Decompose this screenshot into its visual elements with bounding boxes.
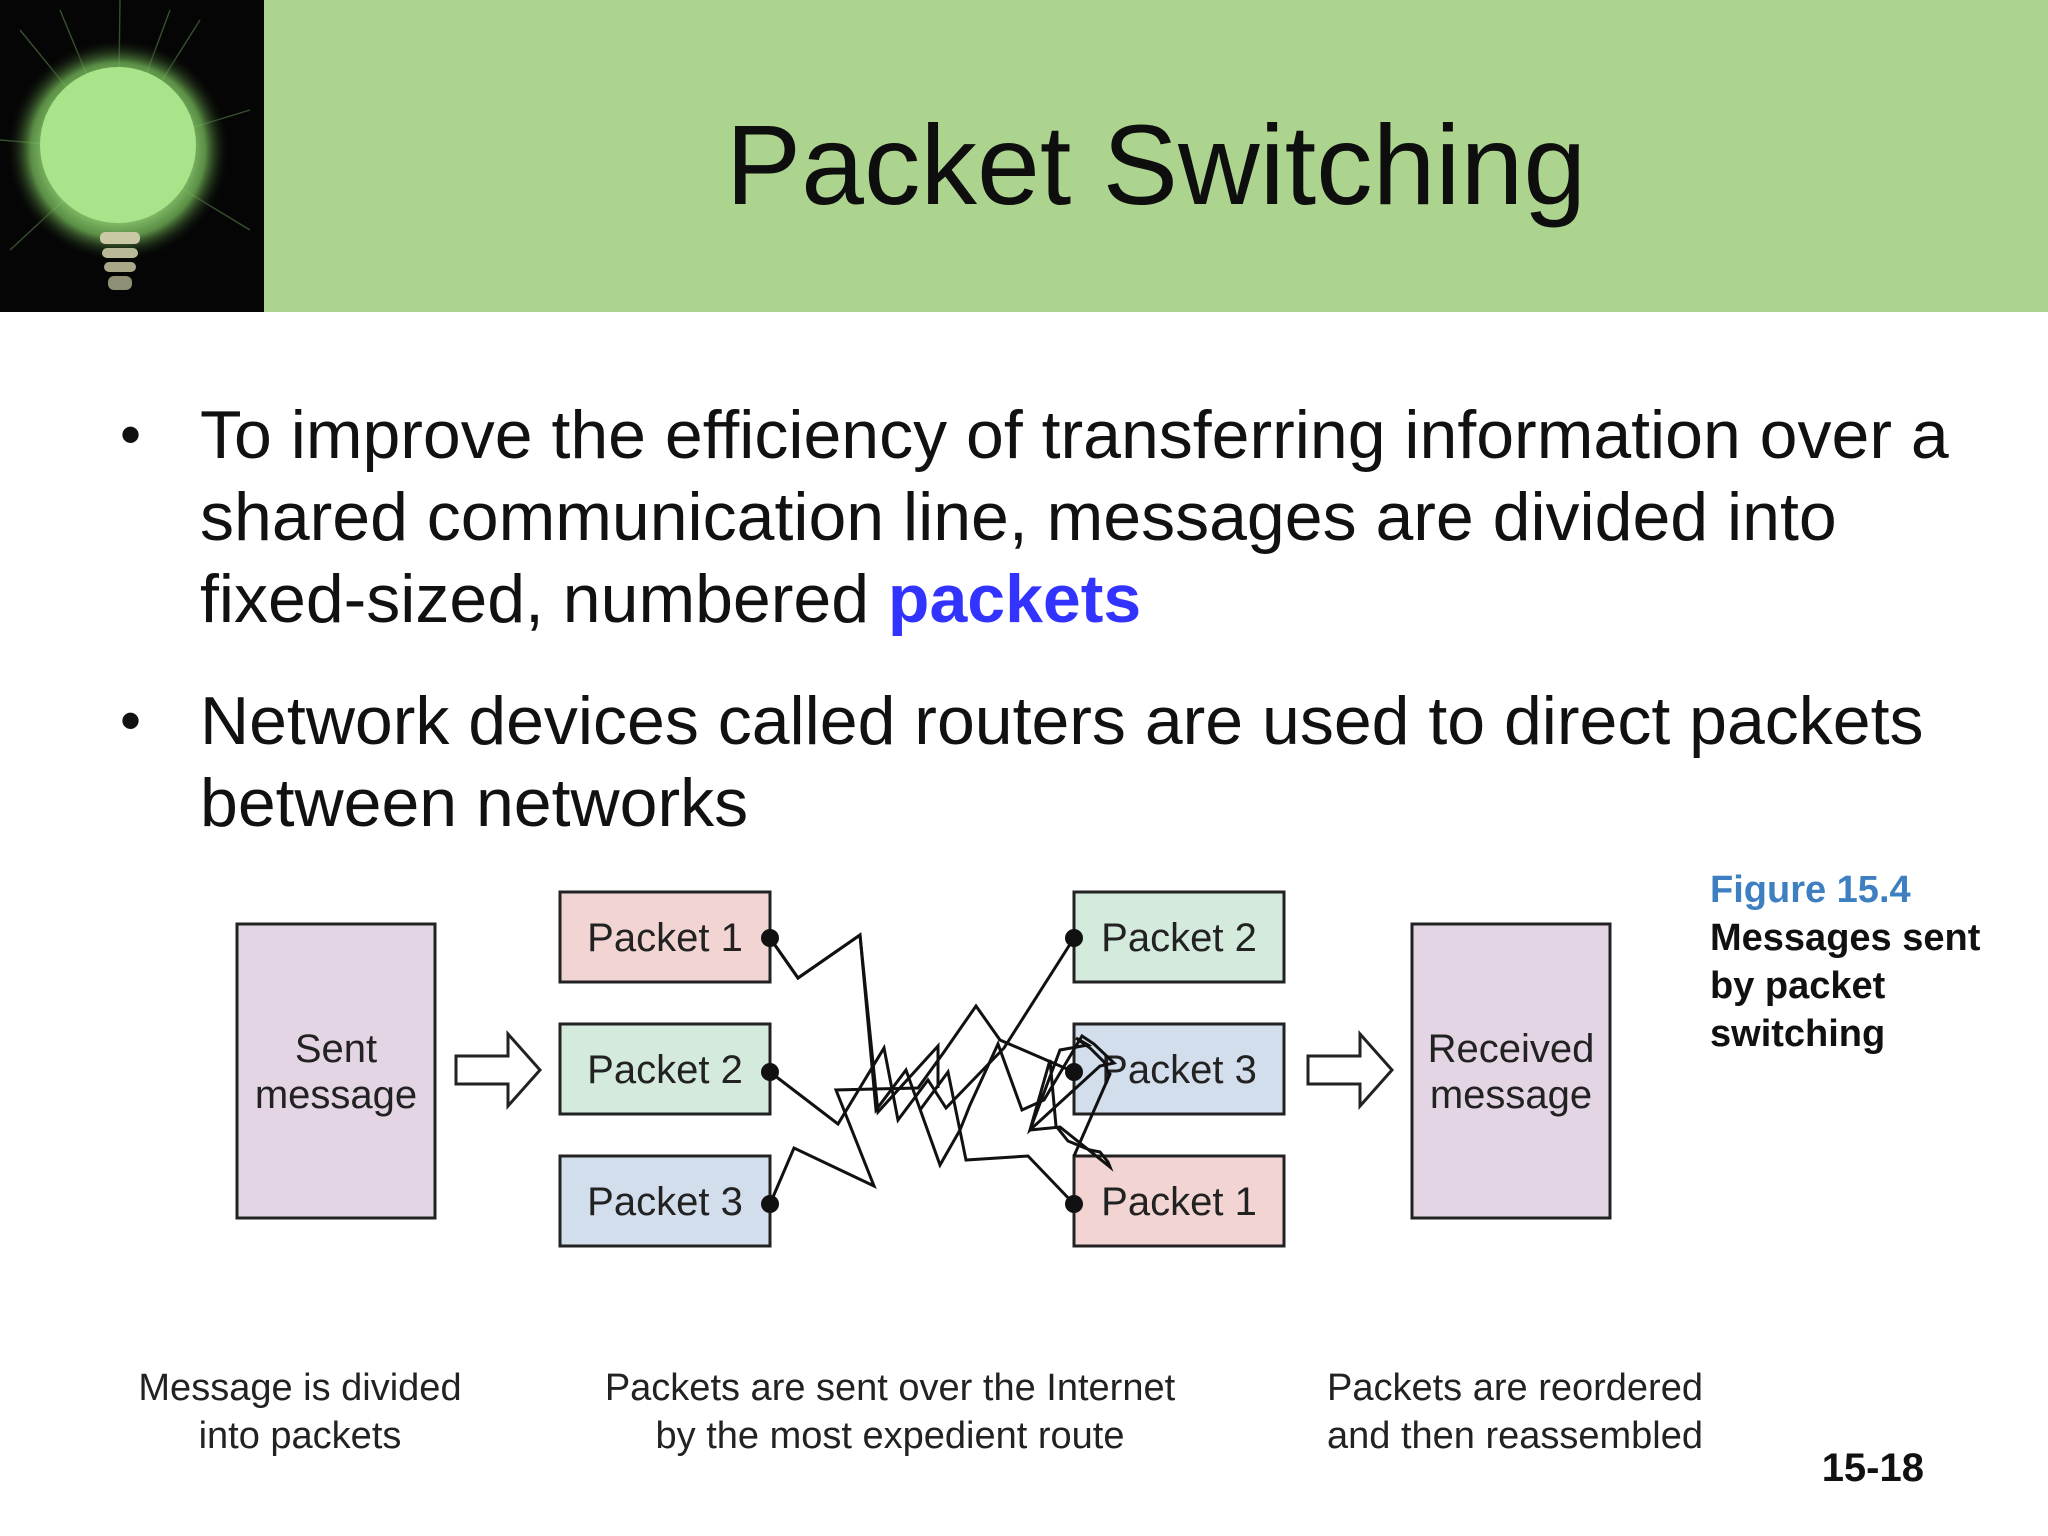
- step-label-route: Packets are sent over the Internet by th…: [560, 1364, 1220, 1460]
- route-endpoint: [1065, 1195, 1083, 1213]
- step-label-line: by the most expedient route: [655, 1415, 1125, 1457]
- bullet-body: Network devices called routers are used …: [200, 683, 1924, 841]
- route-endpoint: [1065, 929, 1083, 947]
- incoming-packet-label: Packet 3: [1101, 1048, 1257, 1092]
- bullet-marker: •: [120, 687, 142, 754]
- lightbulb-logo: [0, 0, 264, 312]
- bullet-text: Network devices called routers are used …: [200, 680, 1980, 844]
- title-band: [0, 0, 2048, 312]
- bullet-body: To improve the efficiency of transferrin…: [200, 397, 1949, 637]
- step-label-line: Packets are reordered: [1327, 1367, 1703, 1409]
- sent-message-label: message: [255, 1073, 417, 1117]
- packet-1-route: [768, 932, 1118, 1172]
- outgoing-packet-label: Packet 3: [587, 1180, 743, 1224]
- outgoing-packet-box: [558, 890, 772, 984]
- sent-message-label: Sent: [295, 1027, 377, 1071]
- packet-1-route: [768, 932, 940, 1116]
- slide-title: Packet Switching: [725, 102, 1587, 228]
- packet-3-route: [768, 1003, 1075, 1205]
- route-endpoint: [761, 1063, 779, 1081]
- step-label-line: Message is divided: [138, 1367, 462, 1409]
- outgoing-packet-label: Packet 2: [587, 1048, 743, 1092]
- incoming-packet-box: [1072, 1154, 1286, 1248]
- figure-number: Figure 15.4: [1710, 869, 1911, 911]
- step-label-line: and then reassembled: [1326, 1415, 1704, 1457]
- figure-caption: Figure 15.4 Messages sent by packet swit…: [1710, 866, 1990, 1058]
- step-label-line: Packets are sent over the Internet: [604, 1367, 1176, 1409]
- outgoing-packet-box: [558, 1154, 772, 1248]
- step-label-reassemble: Packets are reordered and then reassembl…: [1290, 1364, 1740, 1460]
- packet-1-late-route: [918, 1068, 1076, 1206]
- incoming-packet-label: Packet 1: [1101, 1180, 1257, 1224]
- bullet-marker: •: [120, 401, 142, 468]
- bullet-text: To improve the efficiency of transferrin…: [200, 394, 1980, 640]
- step-label-line: into packets: [198, 1415, 402, 1457]
- incoming-packet-box: [1072, 1022, 1286, 1116]
- bullet-list: • To improve the efficiency of transferr…: [120, 394, 1980, 844]
- figure-caption-text: Messages sent by packet switching: [1710, 917, 1981, 1055]
- incoming-packet-box: [1072, 890, 1286, 984]
- route-endpoint: [1065, 1063, 1083, 1081]
- received-message-label: Received: [1428, 1027, 1595, 1071]
- incoming-packet-label: Packet 2: [1101, 916, 1257, 960]
- route-endpoint: [761, 929, 779, 947]
- arrow-right-icon: [454, 1030, 543, 1110]
- keyword-packets: packets: [887, 561, 1142, 637]
- step-label-divide: Message is divided into packets: [110, 1364, 490, 1460]
- received-message-box: [1410, 922, 1612, 1220]
- outgoing-packet-box: [558, 1022, 772, 1116]
- page-number: 15-18: [1821, 1446, 1924, 1490]
- received-message-label: message: [1430, 1073, 1592, 1117]
- sent-message-box: [235, 922, 437, 1220]
- route-endpoint: [761, 1195, 779, 1213]
- outgoing-packet-label: Packet 1: [587, 916, 743, 960]
- arrow-right-icon: [1306, 1030, 1395, 1110]
